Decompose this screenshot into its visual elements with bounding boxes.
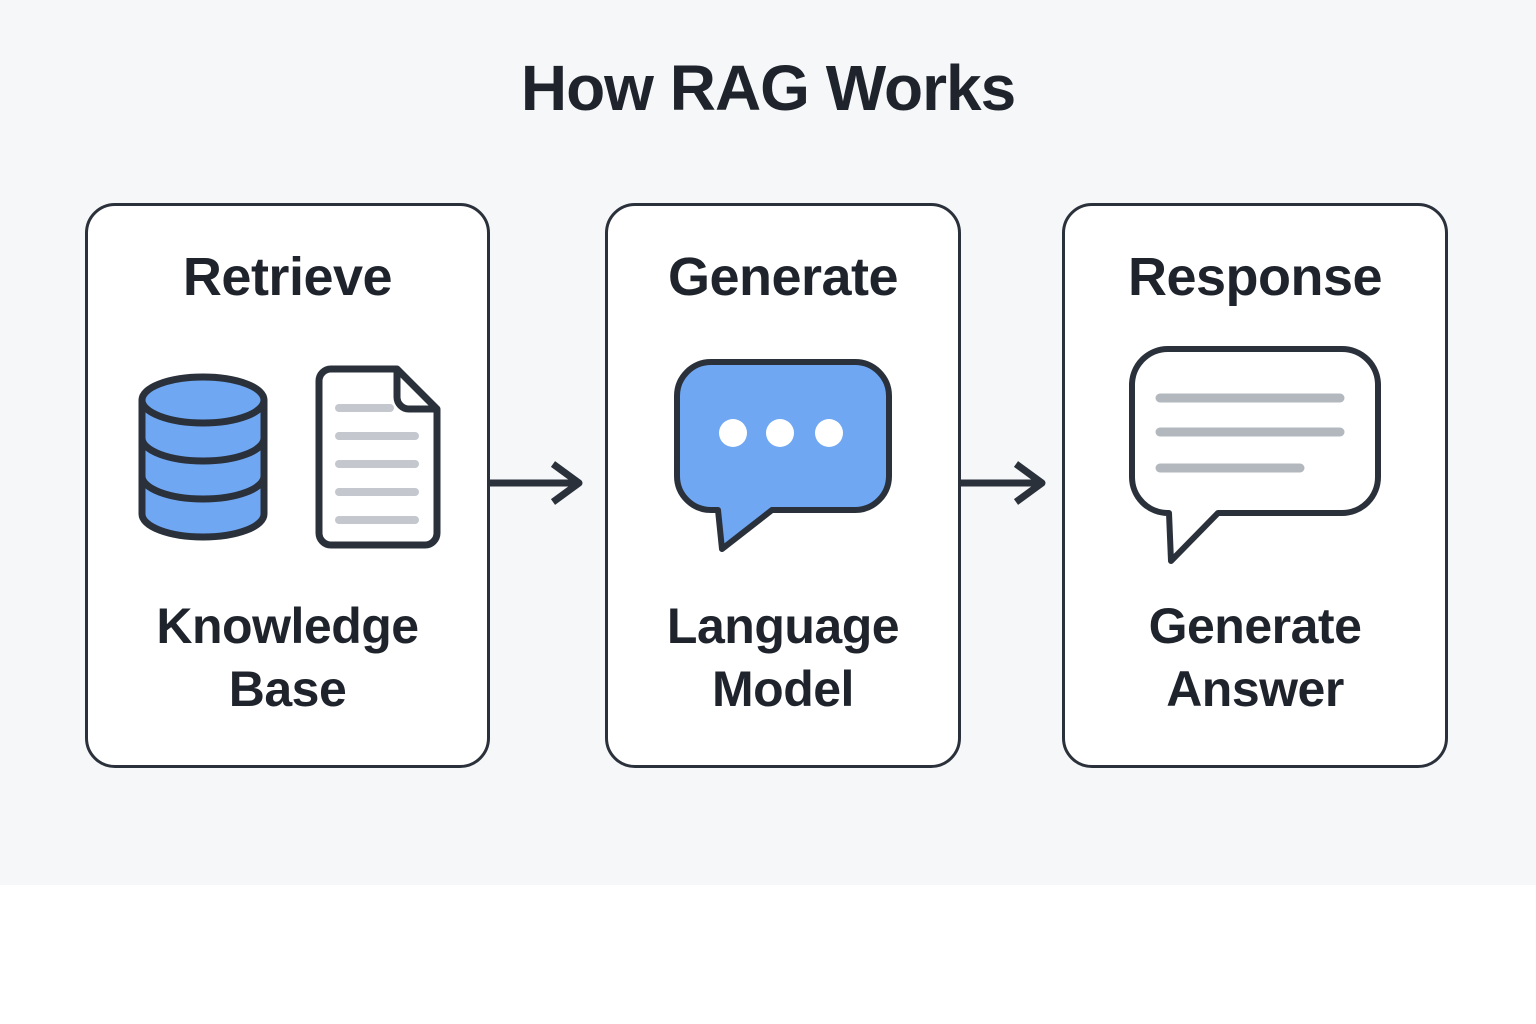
step-heading-retrieve: Retrieve (182, 247, 393, 307)
step-label-line: Generate (1148, 598, 1362, 654)
step-label-response: Generate Answer (1149, 595, 1362, 721)
document-icon (305, 365, 441, 554)
page-title: How RAG Works (520, 52, 1016, 124)
arrow-right-icon (489, 461, 583, 505)
speech-bubble-text-icon (1129, 345, 1381, 573)
generate-icon-row (674, 307, 892, 595)
step-label-line: Base (228, 661, 347, 717)
step-card-response: Response Generate Answer (1062, 203, 1448, 768)
step-label-line: Knowledge (156, 598, 419, 654)
step-label-line: Language (666, 598, 900, 654)
chat-bubble-icon (674, 358, 892, 560)
retrieve-icon-row (135, 307, 441, 595)
step-card-generate: Generate Language Model (605, 203, 961, 768)
response-icon-row (1129, 307, 1381, 595)
step-label-line: Answer (1166, 661, 1344, 717)
step-heading-response: Response (1127, 247, 1383, 307)
database-icon (135, 373, 271, 546)
arrow-right-icon (960, 461, 1046, 505)
step-label-line: Model (712, 661, 854, 717)
step-heading-generate: Generate (667, 247, 899, 307)
step-label-retrieve: Knowledge Base (156, 595, 419, 721)
step-card-retrieve: Retrieve (85, 203, 490, 768)
step-label-generate: Language Model (666, 595, 900, 721)
